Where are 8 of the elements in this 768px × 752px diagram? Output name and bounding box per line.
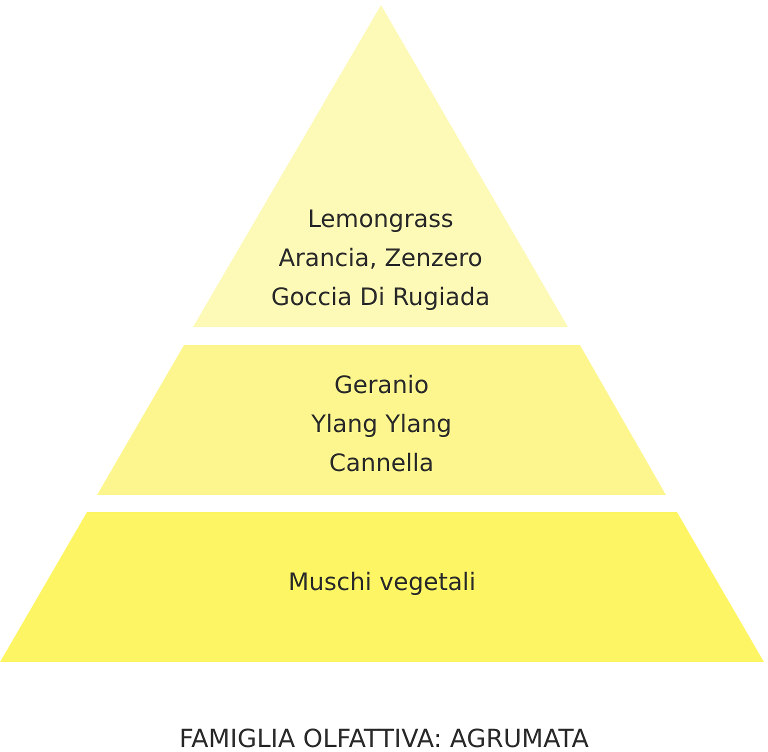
fragrance-note-text: Geranio — [334, 370, 429, 400]
fragrance-note-text: Arancia, Zenzero — [278, 242, 482, 274]
fragrance-note-text: Goccia Di Rugiada — [271, 282, 490, 312]
caption-text: FAMIGLIA OLFATTIVA: AGRUMATA — [179, 723, 589, 752]
fragrance-note-text: Cannella — [329, 448, 434, 478]
fragrance-note-text: Ylang Ylang — [311, 408, 452, 440]
fragrance-note-text: Lemongrass — [308, 204, 454, 234]
fragrance-note-text: Muschi vegetali — [288, 566, 476, 598]
